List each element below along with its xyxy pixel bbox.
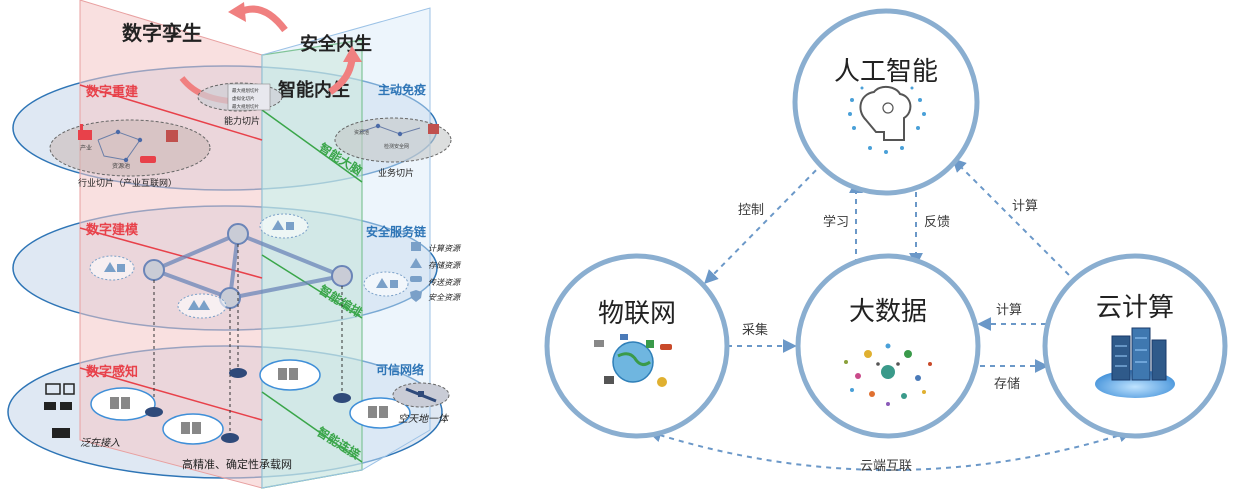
terminal-devices-icon xyxy=(44,383,75,438)
bearer-network-label: 高精准、确定性承载网 xyxy=(182,457,292,471)
panel-row-2: 虚拟化切片 xyxy=(232,95,255,102)
digital-twin-title: 数字孪生 xyxy=(122,21,202,45)
brain-icon xyxy=(848,86,926,154)
layer1-left-label: 数字重建 xyxy=(86,84,138,100)
bigdata-node-title: 大数据 xyxy=(849,297,927,327)
layer1-right-label: 主动免疫 xyxy=(378,82,426,97)
ai-node xyxy=(792,8,980,196)
resource-cloud xyxy=(259,213,309,239)
feedback-label: 反馈 xyxy=(924,215,950,230)
industry-mini-label: 产业 xyxy=(80,144,92,152)
control-label: 控制 xyxy=(738,203,764,218)
bigdata-dots-icon xyxy=(844,343,932,406)
cloud-edge-label: 云端互联 xyxy=(860,459,912,474)
slice-panel xyxy=(227,83,271,111)
business-slice-label: 业务切片 xyxy=(378,167,414,179)
right-relationship-diagram: 人工智能 物联网 大数据 云计算 xyxy=(544,8,1228,474)
collect-label: 采集 xyxy=(742,322,768,338)
ai-node-title: 人工智能 xyxy=(834,57,938,87)
security-native-title: 安全内生 xyxy=(300,33,372,55)
store-label: 存储 xyxy=(994,377,1020,392)
router-icon xyxy=(145,407,163,417)
compute-top-label: 计算 xyxy=(1012,199,1038,214)
server-cloud xyxy=(259,359,321,391)
layer3-left-label: 数字感知 xyxy=(86,364,138,380)
vertical-connectors xyxy=(153,244,343,435)
compute-resource-icon xyxy=(411,242,421,251)
building-icon xyxy=(166,130,178,142)
transport-resource-icon xyxy=(410,276,422,282)
layer3-right-label: 可信网络 xyxy=(376,362,424,377)
factory-icon xyxy=(78,124,92,140)
router-icon xyxy=(229,368,247,378)
detect-security-label: 检测安全网 xyxy=(384,143,409,150)
learn-label: 学习 xyxy=(823,214,849,230)
iot-node-title: 物联网 xyxy=(598,299,676,329)
iot-globe-icon xyxy=(594,334,672,387)
panel-row-3: 最大规划切片 xyxy=(232,103,259,110)
router-icon xyxy=(221,433,239,443)
arrow-control xyxy=(704,155,831,284)
vehicle-icon xyxy=(140,156,156,163)
resource-pool-label-1: 资源池 xyxy=(112,162,130,170)
cloud-node-title: 云计算 xyxy=(1096,293,1174,323)
compute-resource-label: 计算资源 xyxy=(428,244,462,253)
twin-curved-arrow xyxy=(238,5,288,33)
satellite-icon xyxy=(405,387,437,403)
server-cloud xyxy=(349,397,411,429)
arrow-compute-top xyxy=(952,158,1077,283)
layer2-right-label: 安全服务链 xyxy=(366,224,427,239)
resource-cloud xyxy=(177,293,227,319)
ubiquitous-access-label: 泛在接入 xyxy=(80,437,120,449)
resource-cloud xyxy=(363,271,409,297)
service-node xyxy=(227,223,249,245)
storage-resource-icon xyxy=(410,258,422,268)
industry-slice-label: 行业切片（产业互联网） xyxy=(78,177,177,189)
panel-row-1: 最大规划切片 xyxy=(232,87,259,94)
resource-cloud xyxy=(89,255,135,281)
space-air-ground-label: 空天地一体 xyxy=(398,413,450,425)
security-resource-label: 安全资源 xyxy=(428,293,462,302)
storage-resource-label: 存储资源 xyxy=(428,261,462,270)
industry-network-lines xyxy=(97,131,141,161)
layer2-left-label: 数字建模 xyxy=(86,222,139,238)
left-layered-diagram: 数字孪生 安全内生 智能内生 数字重建 主动免疫 智能大脑 最大规划切片 虚拟化… xyxy=(7,0,462,489)
server-cloud xyxy=(162,413,224,445)
server-cloud xyxy=(90,387,156,421)
router-icon xyxy=(333,393,351,403)
resource-pool-label-2: 资源池 xyxy=(354,129,369,136)
security-resource-icon xyxy=(410,290,422,302)
intelligence-native-title: 智能内生 xyxy=(278,79,350,101)
arrow-cloud-edge xyxy=(647,428,1133,471)
service-node xyxy=(143,259,165,281)
service-node xyxy=(331,265,353,287)
capability-slice-label: 能力切片 xyxy=(224,115,260,127)
cloud-server-icon xyxy=(1095,327,1175,398)
business-building-icon xyxy=(428,124,439,134)
compute-mid-label: 计算 xyxy=(996,303,1022,318)
transport-resource-label: 传送资源 xyxy=(428,278,462,287)
business-slice-ellipse xyxy=(334,117,452,163)
security-curved-arrow xyxy=(327,59,356,95)
business-network-lines xyxy=(359,125,421,135)
